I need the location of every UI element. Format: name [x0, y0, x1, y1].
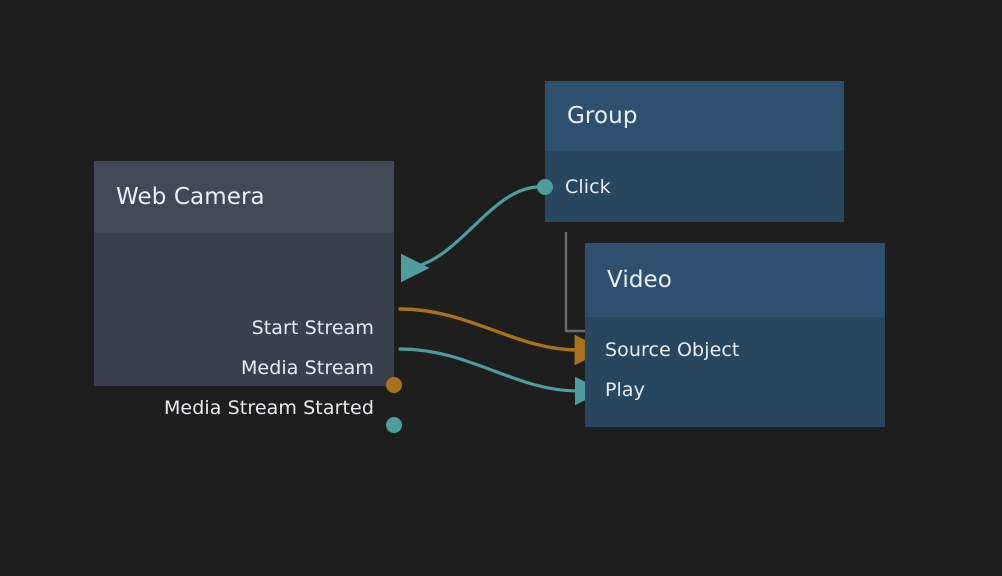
port-row-play[interactable]: Play	[605, 379, 645, 401]
node-group-header[interactable]: Group	[545, 81, 844, 151]
port-dot-media-stream[interactable]	[386, 377, 402, 393]
node-video-body: Source Object Play	[585, 317, 885, 427]
port-label-source-object: Source Object	[605, 339, 740, 361]
wire-media-stream-to-source-object	[398, 307, 606, 366]
port-label-media-stream-started: Media Stream Started	[163, 397, 374, 419]
port-label-start-stream: Start Stream	[251, 317, 374, 339]
node-video[interactable]: Video Source Object Play	[585, 243, 885, 427]
node-web-camera[interactable]: Web Camera Start Stream Media Stream Med…	[94, 161, 402, 433]
node-group-body: Click	[545, 151, 844, 222]
node-web-camera-title: Web Camera	[116, 184, 265, 210]
port-row-click[interactable]: Click	[565, 176, 611, 198]
wire-media-stream-started-to-play	[398, 347, 604, 406]
node-video-header[interactable]: Video	[585, 243, 885, 317]
node-web-camera-body: Start Stream Media Stream Media Stream S…	[94, 233, 394, 419]
port-dot-media-stream-started[interactable]	[386, 417, 402, 433]
port-row-media-stream[interactable]: Media Stream	[241, 357, 374, 379]
node-video-title: Video	[607, 267, 672, 293]
port-row-start-stream[interactable]: Start Stream	[252, 317, 374, 339]
port-label-click: Click	[565, 176, 611, 198]
port-row-source-object[interactable]: Source Object	[605, 339, 739, 361]
port-label-media-stream: Media Stream	[240, 357, 374, 379]
port-dot-click[interactable]	[537, 179, 553, 195]
node-group-title: Group	[567, 103, 638, 129]
node-web-camera-header[interactable]: Web Camera	[94, 161, 394, 233]
port-row-media-stream-started[interactable]: Media Stream Started	[164, 397, 374, 419]
port-label-play: Play	[605, 379, 646, 401]
node-group[interactable]: Group Click	[537, 81, 844, 222]
wire-click-to-start-stream	[400, 185, 541, 283]
